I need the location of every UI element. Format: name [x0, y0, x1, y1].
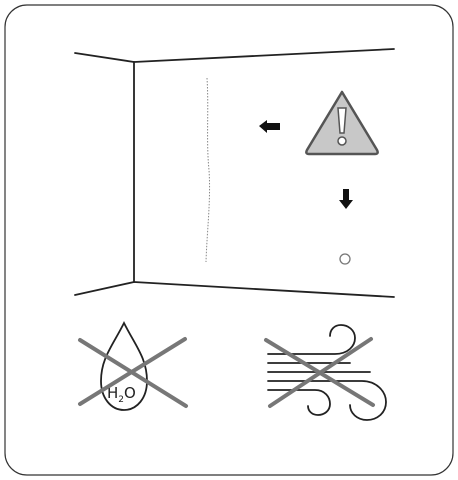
hole-circle-icon [339, 253, 351, 265]
no-wind-icon [264, 324, 387, 421]
cross-line-4 [268, 337, 373, 408]
no-water-icon: H2O [78, 320, 188, 411]
floor-edge [133, 281, 395, 298]
water-label: H2O [107, 384, 136, 405]
arrow-left-icon [259, 120, 280, 133]
arrow-down-icon [339, 189, 353, 209]
crack-line [205, 77, 211, 263]
wall-scene [74, 48, 395, 298]
warning-triangle-icon [305, 90, 379, 156]
cross-line-2 [78, 337, 187, 406]
ceiling-edge [133, 48, 395, 63]
floor-left-edge [74, 281, 135, 296]
ceiling-left-edge [74, 52, 135, 63]
